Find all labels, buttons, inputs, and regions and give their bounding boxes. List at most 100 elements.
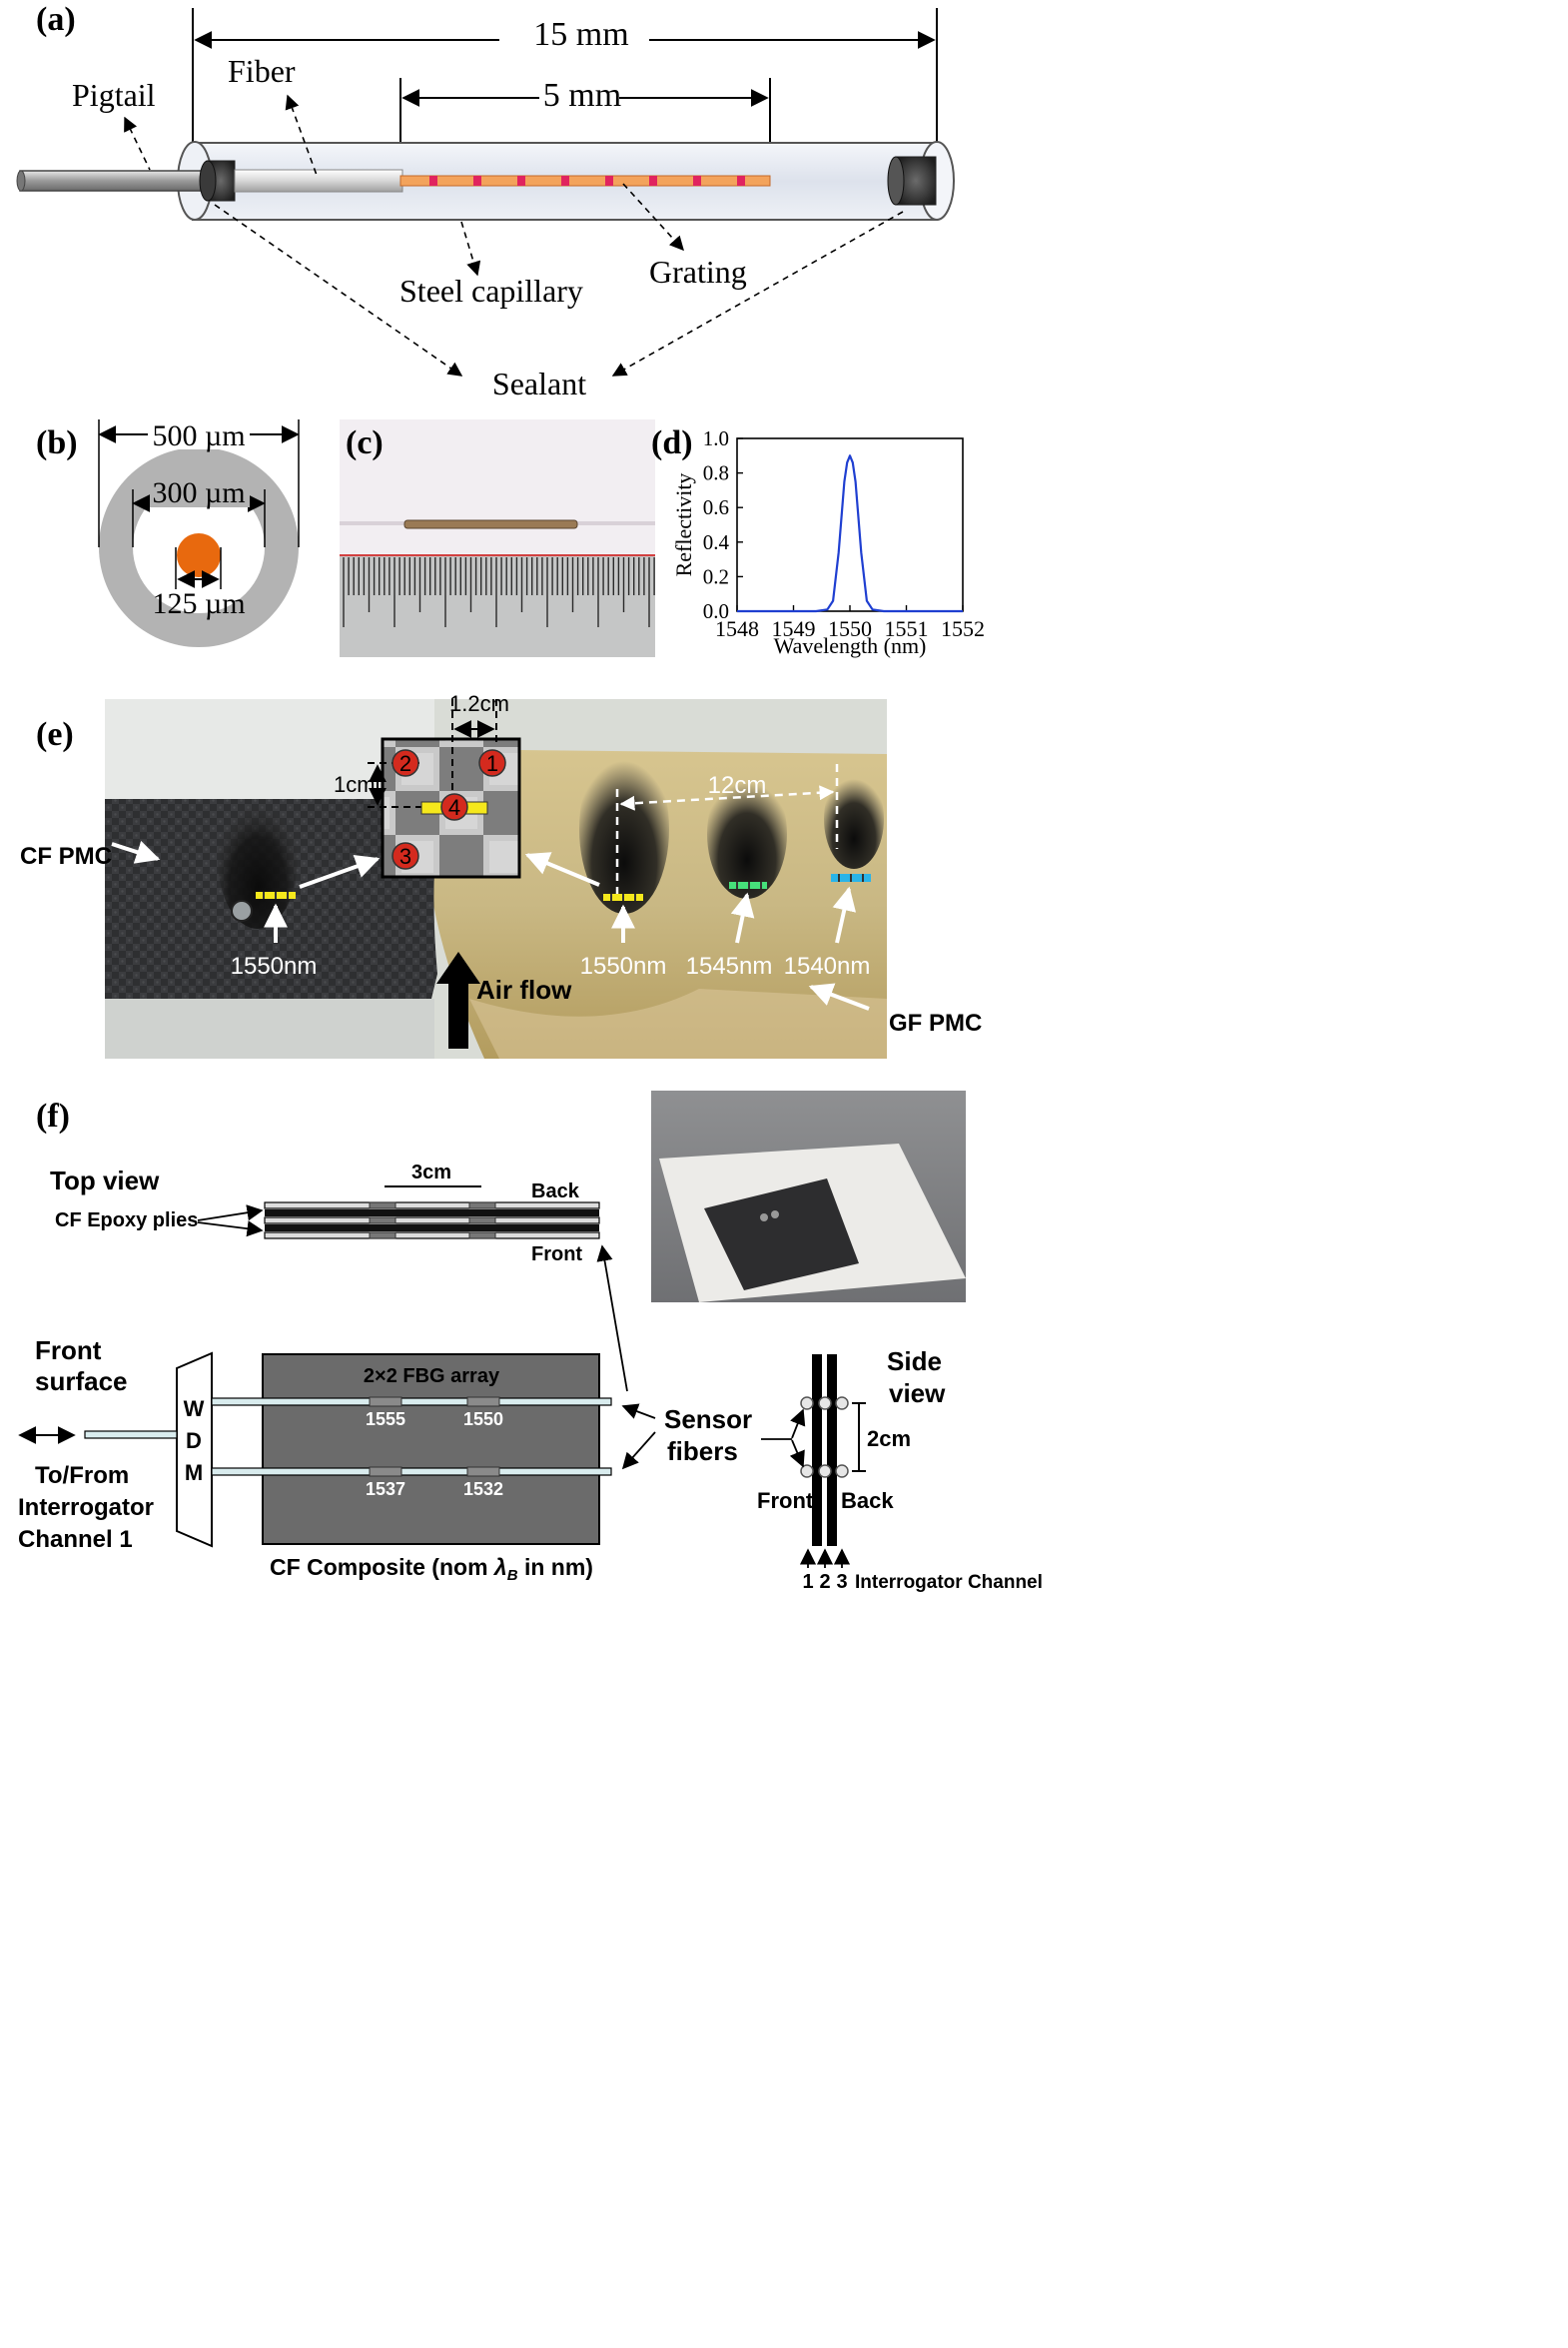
dim-300um-label-bg bbox=[150, 477, 250, 507]
panel-a: (a) 15 mm 5 mm bbox=[16, 1, 955, 401]
label-grating: Grating bbox=[649, 254, 747, 290]
steel-capillary-pointer bbox=[460, 221, 481, 277]
side-ply-back bbox=[827, 1354, 837, 1546]
sensor-fiber-bottom bbox=[211, 1467, 612, 1476]
chart-plot-frame bbox=[736, 437, 964, 612]
dim-300um-label: 300 µm bbox=[152, 476, 245, 509]
panel-label-f: (f) bbox=[36, 1098, 70, 1135]
photo-f-composite bbox=[704, 1178, 859, 1290]
grating-marks bbox=[429, 176, 745, 186]
y-tick-label: 1.0 bbox=[703, 426, 729, 450]
label-fiber: Fiber bbox=[228, 53, 296, 89]
wl-label-1540: 1540nm bbox=[784, 953, 871, 980]
label-cf-plies: CF Epoxy plies bbox=[55, 1209, 198, 1231]
panel-e: (e) bbox=[20, 691, 982, 1059]
label-sensor: Sensor bbox=[664, 1404, 752, 1434]
label-interrogator-channel: Interrogator Channel bbox=[855, 1572, 1043, 1593]
dim-12cm-arrow bbox=[619, 785, 835, 811]
y-tick-label: 0.2 bbox=[703, 564, 729, 588]
inset-marker-2: 2 bbox=[392, 749, 419, 777]
photo-e-bottom-left bbox=[105, 999, 434, 1059]
burn-mark-gf-3 bbox=[824, 769, 884, 869]
x-tick-label: 1548 bbox=[715, 616, 759, 641]
panel-label-e: (e) bbox=[36, 716, 74, 753]
arrow-plies-1 bbox=[197, 1204, 264, 1221]
fbg-marker-cf bbox=[256, 892, 296, 899]
label-side: Side bbox=[887, 1346, 942, 1376]
reflectivity-series-line bbox=[737, 454, 963, 613]
y-tick-label: 0.8 bbox=[703, 461, 729, 485]
inset-marker-3: 3 bbox=[392, 842, 419, 870]
panel-label-a: (a) bbox=[36, 1, 76, 38]
sensor-fiber-back bbox=[264, 1201, 600, 1209]
y-tick-label: 0.4 bbox=[703, 530, 730, 554]
arrow-cf-pmc bbox=[111, 840, 161, 864]
top-view-gratings bbox=[369, 1201, 496, 1239]
pigtail-fiber bbox=[19, 170, 211, 192]
label-front: Front bbox=[531, 1243, 582, 1265]
x-tick-label: 1549 bbox=[772, 616, 816, 641]
panel-label-c: (c) bbox=[346, 424, 384, 461]
dim-2cm-label: 2cm bbox=[867, 1426, 911, 1451]
label-back: Back bbox=[531, 1180, 580, 1202]
dim-3cm-label: 3cm bbox=[411, 1162, 451, 1183]
cf-ply-1 bbox=[265, 1209, 599, 1216]
arrow-plies-2 bbox=[197, 1220, 264, 1237]
svg-text:4: 4 bbox=[448, 795, 460, 820]
svg-text:2: 2 bbox=[399, 751, 411, 776]
sealant-left-face bbox=[199, 160, 217, 202]
arrow-gf-to-inset bbox=[524, 852, 600, 887]
pigtail-end bbox=[16, 170, 26, 192]
panel-label-b: (b) bbox=[36, 424, 78, 461]
sensor-capillary-photo bbox=[403, 519, 578, 529]
arrow-side-top bbox=[790, 1408, 806, 1439]
y-tick-label: 0.6 bbox=[703, 495, 729, 519]
label-fbg-array: 2×2 FBG array bbox=[364, 1365, 500, 1387]
wl-label-1550: 1550nm bbox=[580, 953, 667, 980]
x-tick-label: 1550 bbox=[828, 616, 872, 641]
arrow-sensor-topview bbox=[596, 1244, 628, 1392]
photo-f-hole-1 bbox=[760, 1213, 768, 1221]
y-tick-label: 0.0 bbox=[703, 599, 729, 623]
fiber-body bbox=[234, 169, 403, 193]
label-front-surface-2: surface bbox=[35, 1366, 128, 1396]
label-cf-composite: CF Composite (nom λB in nm) bbox=[270, 1554, 593, 1584]
side-label-back: Back bbox=[841, 1488, 894, 1513]
burn-hole-cf bbox=[231, 900, 253, 922]
label-gf-pmc: GF PMC bbox=[889, 1010, 982, 1037]
label-channel-1: Channel 1 bbox=[18, 1526, 133, 1553]
fbg-marker-1550 bbox=[603, 894, 643, 901]
channel-1: 1 bbox=[802, 1571, 813, 1593]
wdm-letter-m: M bbox=[185, 1460, 203, 1485]
label-front-surface-1: Front bbox=[35, 1335, 102, 1365]
wl-label-1545: 1545nm bbox=[686, 953, 773, 980]
fbg-wl-1537: 1537 bbox=[366, 1479, 405, 1499]
fbg-array-gratings bbox=[369, 1396, 500, 1477]
side-ply-front bbox=[812, 1354, 822, 1546]
label-sealant: Sealant bbox=[492, 366, 586, 401]
cf-ply-2 bbox=[265, 1224, 599, 1231]
x-tick-label: 1551 bbox=[885, 616, 929, 641]
dim-15mm-label: 15 mm bbox=[533, 16, 628, 53]
air-flow-arrow bbox=[436, 952, 480, 1049]
side-view-fibers bbox=[800, 1396, 849, 1478]
ruler-ticks bbox=[343, 557, 655, 627]
svg-text:3: 3 bbox=[399, 844, 411, 869]
label-pigtail: Pigtail bbox=[72, 77, 156, 113]
label-to-from: To/From bbox=[35, 1462, 129, 1489]
svg-text:1: 1 bbox=[486, 751, 498, 776]
gf-pmc-lower bbox=[469, 989, 887, 1059]
arrow-sensor-top bbox=[621, 1403, 656, 1419]
dim-500um-label: 500 µm bbox=[152, 419, 245, 452]
dim-5mm-label: 5 mm bbox=[543, 77, 621, 114]
label-fibers: fibers bbox=[667, 1436, 738, 1466]
label-cf-pmc: CF PMC bbox=[20, 843, 112, 870]
wdm-block bbox=[176, 1351, 213, 1548]
arrow-cf-to-inset bbox=[299, 855, 381, 889]
burn-mark-cf bbox=[218, 789, 298, 929]
sealant-pointer-right bbox=[611, 211, 904, 377]
